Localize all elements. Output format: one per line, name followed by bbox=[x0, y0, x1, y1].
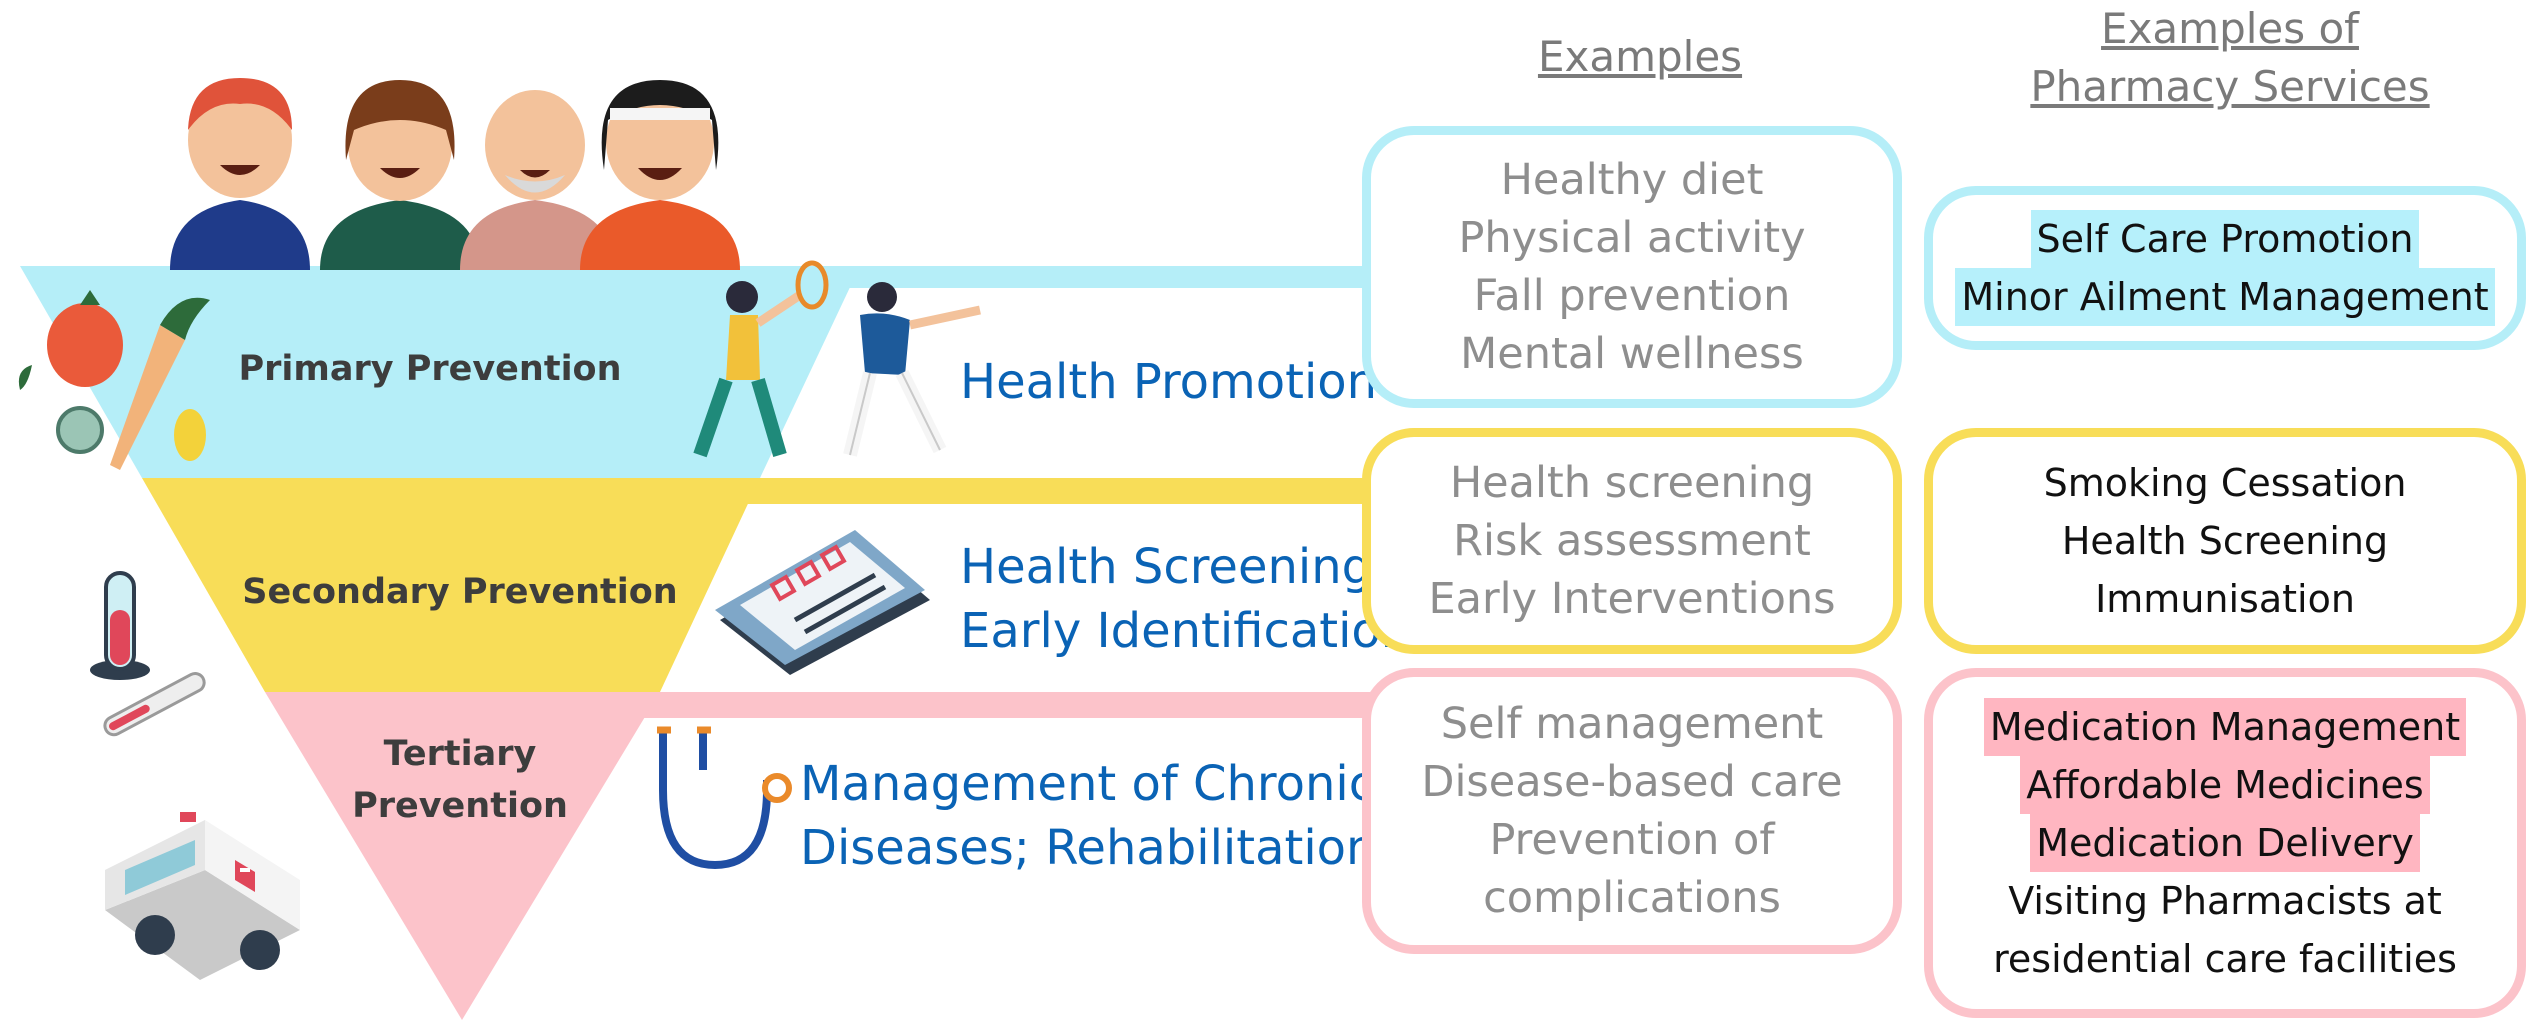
secondary-tier bbox=[142, 478, 760, 692]
examples-header: Examples bbox=[1537, 32, 1743, 81]
tertiary-connector-stripe bbox=[620, 692, 1380, 718]
test-tube-icon bbox=[90, 571, 150, 680]
thermometer-icon bbox=[103, 672, 206, 737]
secondary-connector-stripe bbox=[640, 478, 1380, 504]
example-item: complications bbox=[1483, 873, 1781, 923]
example-item: Fall prevention bbox=[1473, 271, 1791, 321]
example-item: Physical activity bbox=[1458, 213, 1806, 263]
service-item: Medication Delivery bbox=[2030, 814, 2420, 872]
example-item: Health screening bbox=[1449, 458, 1815, 508]
prevention-pyramid bbox=[20, 266, 860, 1020]
tertiary-examples-box: Self management Disease-based care Preve… bbox=[1362, 668, 1902, 954]
service-item: Smoking Cessation bbox=[2043, 461, 2407, 505]
primary-prevention-label: Primary Prevention bbox=[238, 349, 622, 389]
tertiary-services-box: Medication Management Affordable Medicin… bbox=[1924, 668, 2526, 1018]
secondary-services-box: Smoking Cessation Health Screening Immun… bbox=[1924, 428, 2526, 654]
example-item: Prevention of bbox=[1489, 815, 1775, 865]
example-item: Early Interventions bbox=[1428, 574, 1836, 624]
primary-tier bbox=[20, 266, 860, 478]
checklist-clipboard-icon bbox=[715, 530, 930, 675]
service-item: Minor Ailment Management bbox=[1955, 268, 2495, 326]
tertiary-prevention-label: Tertiary Prevention bbox=[352, 734, 568, 826]
tertiary-tier bbox=[265, 692, 660, 1020]
secondary-prevention-label: Secondary Prevention bbox=[242, 572, 678, 612]
health-promotion-label: Health Promotion bbox=[960, 354, 1378, 410]
primary-connector-stripe bbox=[840, 266, 1380, 288]
ambulance-icon bbox=[105, 812, 300, 980]
vegetables-icon bbox=[18, 290, 210, 470]
pharmacy-services-header: Examples of Pharmacy Services bbox=[2030, 4, 2430, 111]
service-item: residential care facilities bbox=[1993, 937, 2457, 981]
stethoscope-icon bbox=[657, 726, 792, 870]
service-item: Affordable Medicines bbox=[2020, 756, 2430, 814]
example-item: Self management bbox=[1440, 699, 1824, 749]
service-item: Medication Management bbox=[1983, 698, 2467, 756]
example-item: Risk assessment bbox=[1453, 516, 1811, 566]
primary-examples-box: Healthy diet Physical activity Fall prev… bbox=[1362, 126, 1902, 408]
chronic-disease-label: Management of Chronic Diseases; Rehabili… bbox=[800, 756, 1377, 876]
secondary-examples-box: Health screening Risk assessment Early I… bbox=[1362, 428, 1902, 654]
service-item: Immunisation bbox=[2095, 577, 2355, 621]
primary-services-box: Self Care Promotion Minor Ailment Manage… bbox=[1924, 186, 2526, 350]
example-item: Healthy diet bbox=[1500, 155, 1764, 205]
service-item: Health Screening bbox=[2061, 519, 2389, 563]
people-group-icon bbox=[170, 78, 740, 270]
health-screening-label: Health Screening Early Identification bbox=[960, 539, 1412, 659]
runners-icon bbox=[693, 260, 981, 458]
example-item: Disease-based care bbox=[1421, 757, 1843, 807]
service-item: Self Care Promotion bbox=[2030, 210, 2420, 268]
service-item: Visiting Pharmacists at bbox=[2008, 879, 2442, 923]
example-item: Mental wellness bbox=[1460, 329, 1804, 379]
